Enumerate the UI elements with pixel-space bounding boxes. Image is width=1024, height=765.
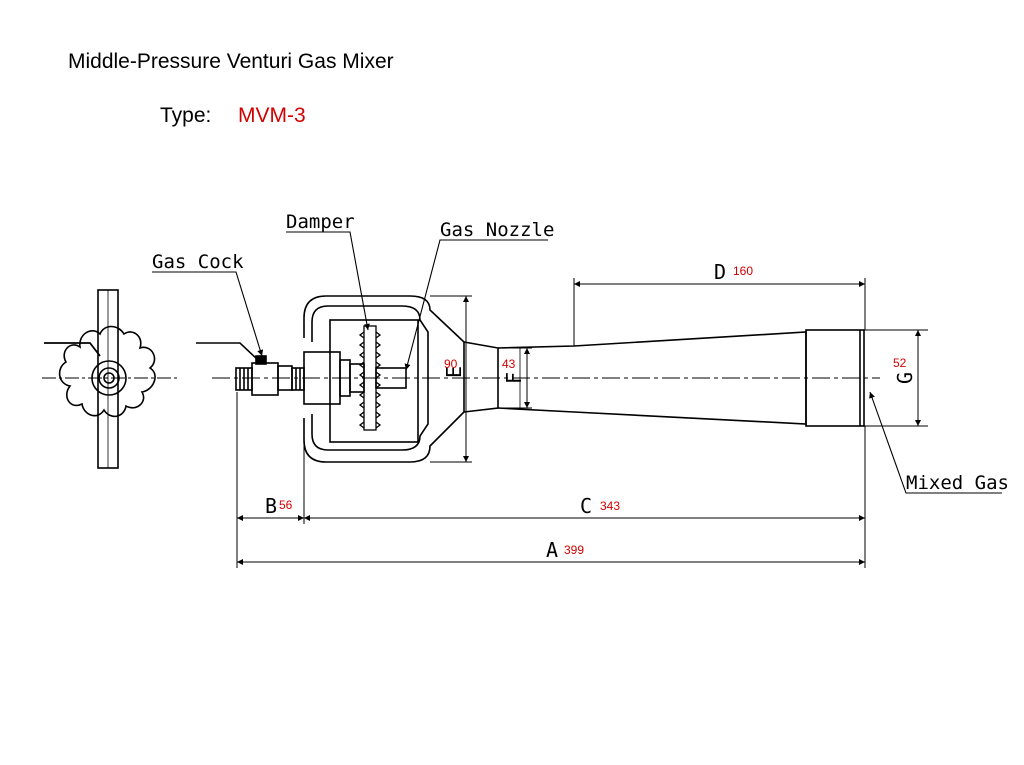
gas-cock-handle — [196, 342, 259, 361]
dim-B-letter: B — [265, 494, 277, 518]
gas-nozzle-label: Gas Nozzle — [440, 219, 554, 241]
dim-F-letter: F — [502, 372, 526, 384]
venturi-inlet — [463, 341, 499, 413]
dim-D-letter: D — [714, 260, 726, 284]
dim-D-value: 160 — [733, 264, 753, 278]
dim-C-value: 343 — [600, 499, 620, 513]
end-view — [42, 289, 180, 469]
damper-housing-inner — [311, 305, 429, 451]
damper-housing-outer — [303, 295, 465, 463]
dim-G-value: 52 — [893, 356, 907, 370]
dim-C-letter: C — [580, 494, 592, 518]
damper-label: Damper — [286, 211, 355, 233]
dim-E-value: 90 — [444, 357, 458, 371]
type-label: Type: — [160, 104, 212, 127]
dim-G-letter: G — [893, 372, 917, 384]
type-value: MVM-3 — [238, 104, 306, 127]
dim-F-value: 43 — [502, 357, 516, 371]
mixed-gas-label: Mixed Gas — [906, 472, 1009, 494]
mixed-gas-outlet — [805, 329, 865, 427]
gas-nozzle — [375, 367, 407, 389]
page-title: Middle-Pressure Venturi Gas Mixer — [68, 50, 394, 73]
knob-outline — [58, 325, 156, 418]
gas-cock-label: Gas Cock — [152, 251, 244, 273]
dim-E-letter: E — [442, 366, 466, 378]
dim-B-value: 56 — [279, 498, 293, 512]
dim-A-letter: A — [546, 538, 558, 562]
main-assembly — [196, 295, 880, 463]
dim-A-value: 399 — [564, 543, 584, 557]
